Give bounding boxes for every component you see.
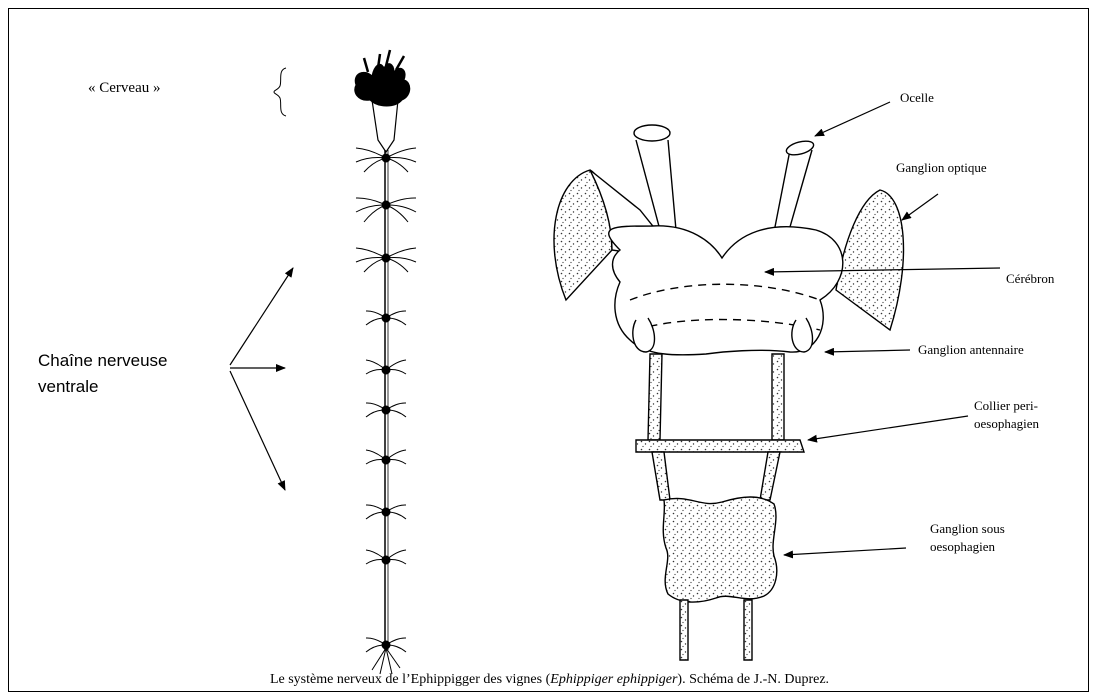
figure-caption: Le système nerveux de l’Ephippigger des … [0, 672, 1099, 688]
label-chaine-line2: ventrale [38, 377, 98, 396]
cerveau-brace [274, 68, 286, 116]
label-cerebron: Cérébron [1006, 271, 1055, 286]
caption-part2: ). Schéma de J.-N. Duprez. [677, 672, 829, 687]
label-collier-line1: Collier peri- [974, 398, 1038, 413]
ganglion-node [366, 403, 406, 417]
ocelli [634, 125, 815, 234]
collier-band [636, 440, 804, 452]
label-sous-line2: oesophagien [930, 539, 995, 554]
ganglion-node [356, 198, 416, 222]
ganglion-node [366, 505, 406, 519]
label-collier-line2: oesophagien [974, 416, 1039, 431]
ganglion-node [366, 360, 406, 374]
chaine-arrows [230, 268, 293, 490]
connectives [648, 354, 784, 440]
ganglion-node [356, 248, 416, 272]
brain-shape [355, 50, 410, 152]
left-nerve-chain [355, 50, 416, 674]
label-ganglion-optique: Ganglion optique [896, 160, 987, 175]
ganglion-node [366, 311, 406, 325]
ganglion-node [366, 550, 406, 564]
label-ganglion-antennaire: Ganglion antennaire [918, 342, 1024, 357]
label-chaine-line1: Chaîne nerveuse [38, 351, 167, 370]
ganglion-node [366, 450, 406, 464]
caption-species: Ephippiger ephippiger [550, 672, 677, 687]
right-brain-anatomy [554, 125, 904, 660]
sub-oesophageal-ganglion [663, 497, 777, 602]
label-ocelle: Ocelle [900, 90, 934, 105]
label-sous-line1: Ganglion sous [930, 521, 1005, 536]
caption-part1: Le système nerveux de l’Ephippigger des … [270, 672, 550, 687]
label-cerveau: « Cerveau » [88, 80, 160, 96]
